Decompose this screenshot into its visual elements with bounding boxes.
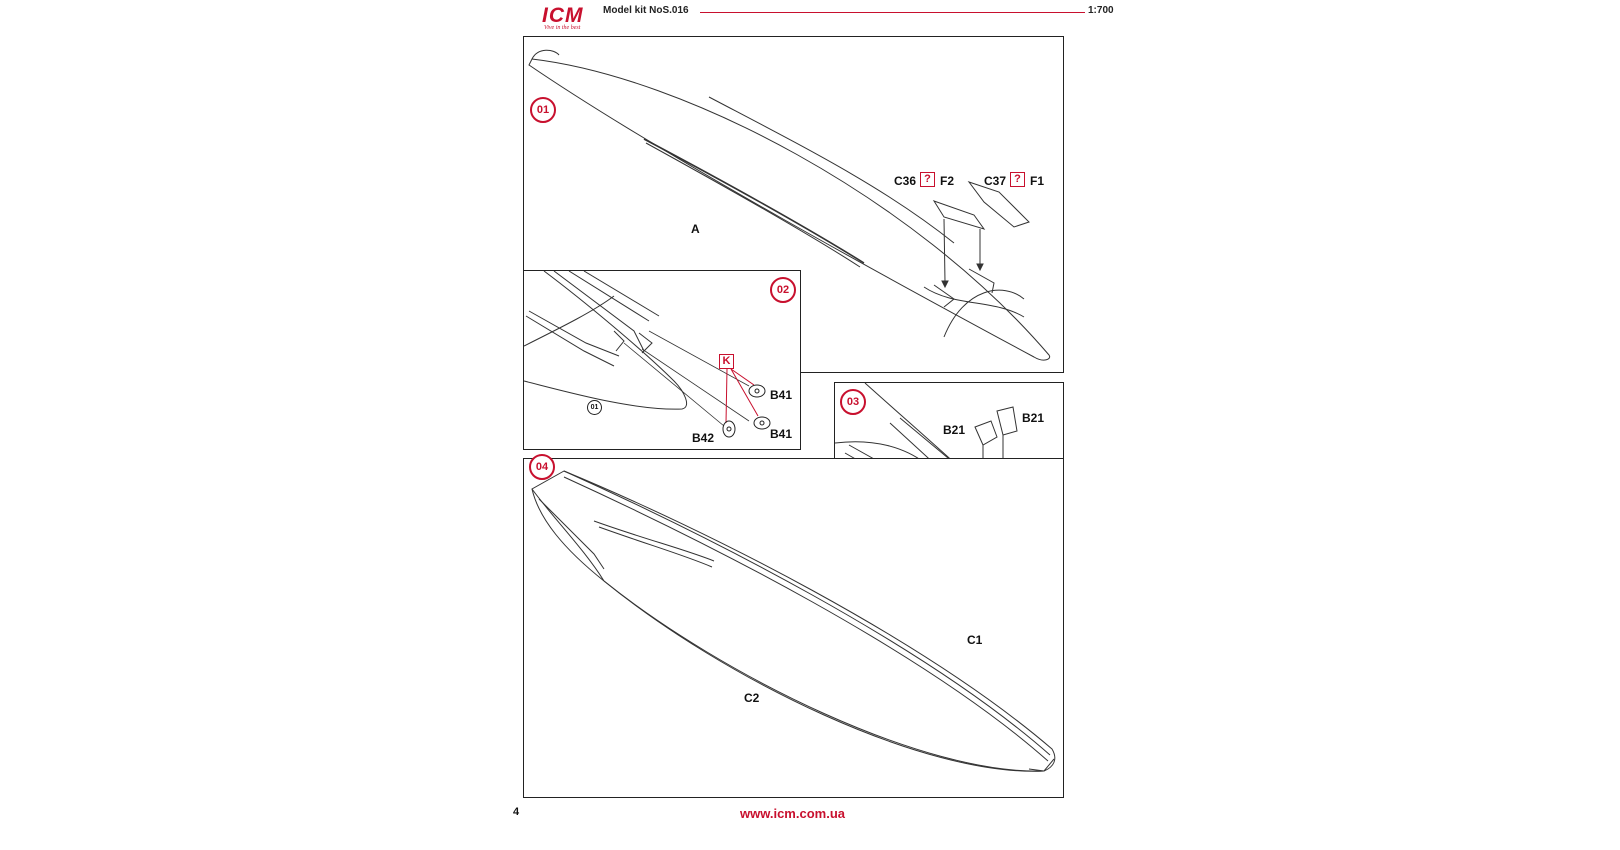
step-04-panel: 04 C1 C2 (523, 454, 1064, 798)
part-label-b42: B42 (692, 431, 715, 445)
part-label-b41-top: B41 (770, 388, 793, 402)
step-02-badge: 02 (770, 277, 796, 303)
propeller-shaft-drawing (524, 271, 771, 438)
part-label-b41-bottom: B41 (770, 427, 793, 441)
step-04-badge: 04 (529, 454, 555, 480)
part-label-c1: C1 (967, 633, 983, 647)
part-label-b21-right: B21 (1022, 411, 1045, 425)
paint-code-k: K (719, 354, 734, 369)
part-label-a: A (691, 222, 700, 236)
step-01-badge: 01 (530, 97, 556, 123)
hull-sides-drawing (531, 470, 1056, 772)
part-label-c2: C2 (744, 691, 760, 705)
reference-step-01: 01 (587, 400, 602, 415)
part-label-c36: C36 (894, 174, 917, 188)
page-header: ICM Vive in the best Model kit NoS.016 1… (540, 0, 1114, 31)
logo-wordmark: ICM (542, 4, 584, 27)
scale-label: 1:700 (1088, 5, 1114, 16)
kit-number: Model kit NoS.016 (603, 5, 689, 16)
icm-logo: ICM Vive in the best (540, 4, 610, 34)
hull-lower-drawing (528, 49, 1051, 361)
choice-mark-c36: ? (920, 172, 935, 187)
part-label-f2: F2 (940, 174, 955, 188)
step-02-panel: 02 K B41 B41 B42 01 (523, 270, 801, 450)
page-number: 4 (513, 806, 520, 818)
header-divider (700, 12, 1085, 13)
choice-mark-c37: ? (1010, 172, 1025, 187)
website-link[interactable]: www.icm.com.ua (740, 806, 845, 821)
step-03-badge: 03 (840, 389, 866, 415)
part-label-c37: C37 (984, 174, 1007, 188)
part-label-f1: F1 (1030, 174, 1045, 188)
part-label-b21-left: B21 (943, 423, 966, 437)
logo-tagline: Vive in the best (544, 25, 581, 31)
